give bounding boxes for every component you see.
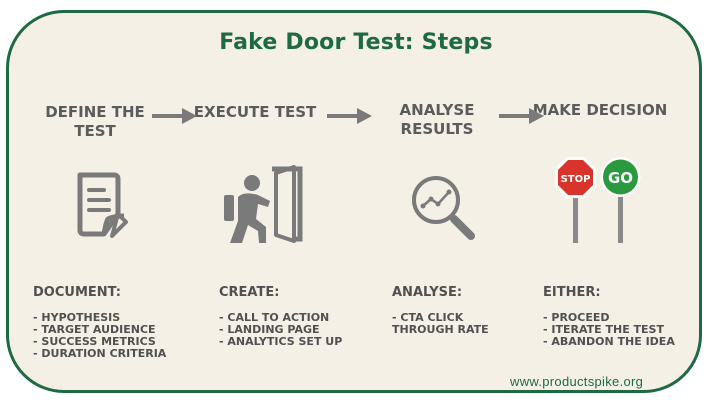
stop-go-signs-icon: STOP GO — [555, 157, 641, 243]
arrow-right-icon — [327, 108, 372, 124]
column-heading-create: CREATE: — [219, 285, 280, 300]
list-item: THROUGH RATE — [392, 323, 489, 336]
arrow-right-icon — [499, 108, 544, 124]
list-item: - TARGET AUDIENCE — [33, 323, 156, 336]
column-list-either: - PROCEED - ITERATE THE TEST - ABANDON T… — [543, 312, 675, 348]
arrow-right-icon — [152, 108, 197, 124]
column-list-document: - HYPOTHESIS - TARGET AUDIENCE - SUCCESS… — [33, 312, 166, 360]
list-item: - CALL TO ACTION — [219, 311, 330, 324]
list-item: - DURATION CRITERIA — [33, 347, 167, 360]
column-heading-document: DOCUMENT: — [33, 285, 121, 300]
list-item: - HYPOTHESIS — [33, 311, 121, 324]
go-sign-label: GO — [608, 169, 633, 187]
list-item: - PROCEED — [543, 311, 610, 324]
magnifier-chart-icon — [412, 176, 475, 240]
step-title-analyse: ANALYSE RESULTS — [399, 101, 475, 138]
column-list-create: - CALL TO ACTION - LANDING PAGE - ANALYT… — [219, 312, 342, 348]
step-title-execute: EXECUTE TEST — [193, 103, 317, 121]
list-item: - ABANDON THE IDEA — [543, 335, 675, 348]
step-title-decision: MAKE DECISION — [532, 101, 668, 119]
document-icon — [77, 172, 128, 238]
person-pushing-door-icon — [224, 165, 303, 243]
column-list-analyse: - CTA CLICK THROUGH RATE — [392, 312, 489, 336]
list-item: - SUCCESS METRICS — [33, 335, 156, 348]
list-item: - ITERATE THE TEST — [543, 323, 664, 336]
diagram-card — [6, 10, 702, 393]
list-item: - ANALYTICS SET UP — [219, 335, 343, 348]
column-heading-analyse: ANALYSE: — [392, 285, 463, 300]
website-footer: www.productspike.org — [510, 374, 644, 389]
list-item: - CTA CLICK — [392, 311, 464, 324]
column-heading-either: EITHER: — [543, 285, 601, 300]
list-item: - LANDING PAGE — [219, 323, 320, 336]
step-title-define: DEFINE THE TEST — [45, 103, 145, 140]
stop-sign-label: STOP — [561, 174, 591, 185]
diagram-title: Fake Door Test: Steps — [219, 30, 493, 55]
